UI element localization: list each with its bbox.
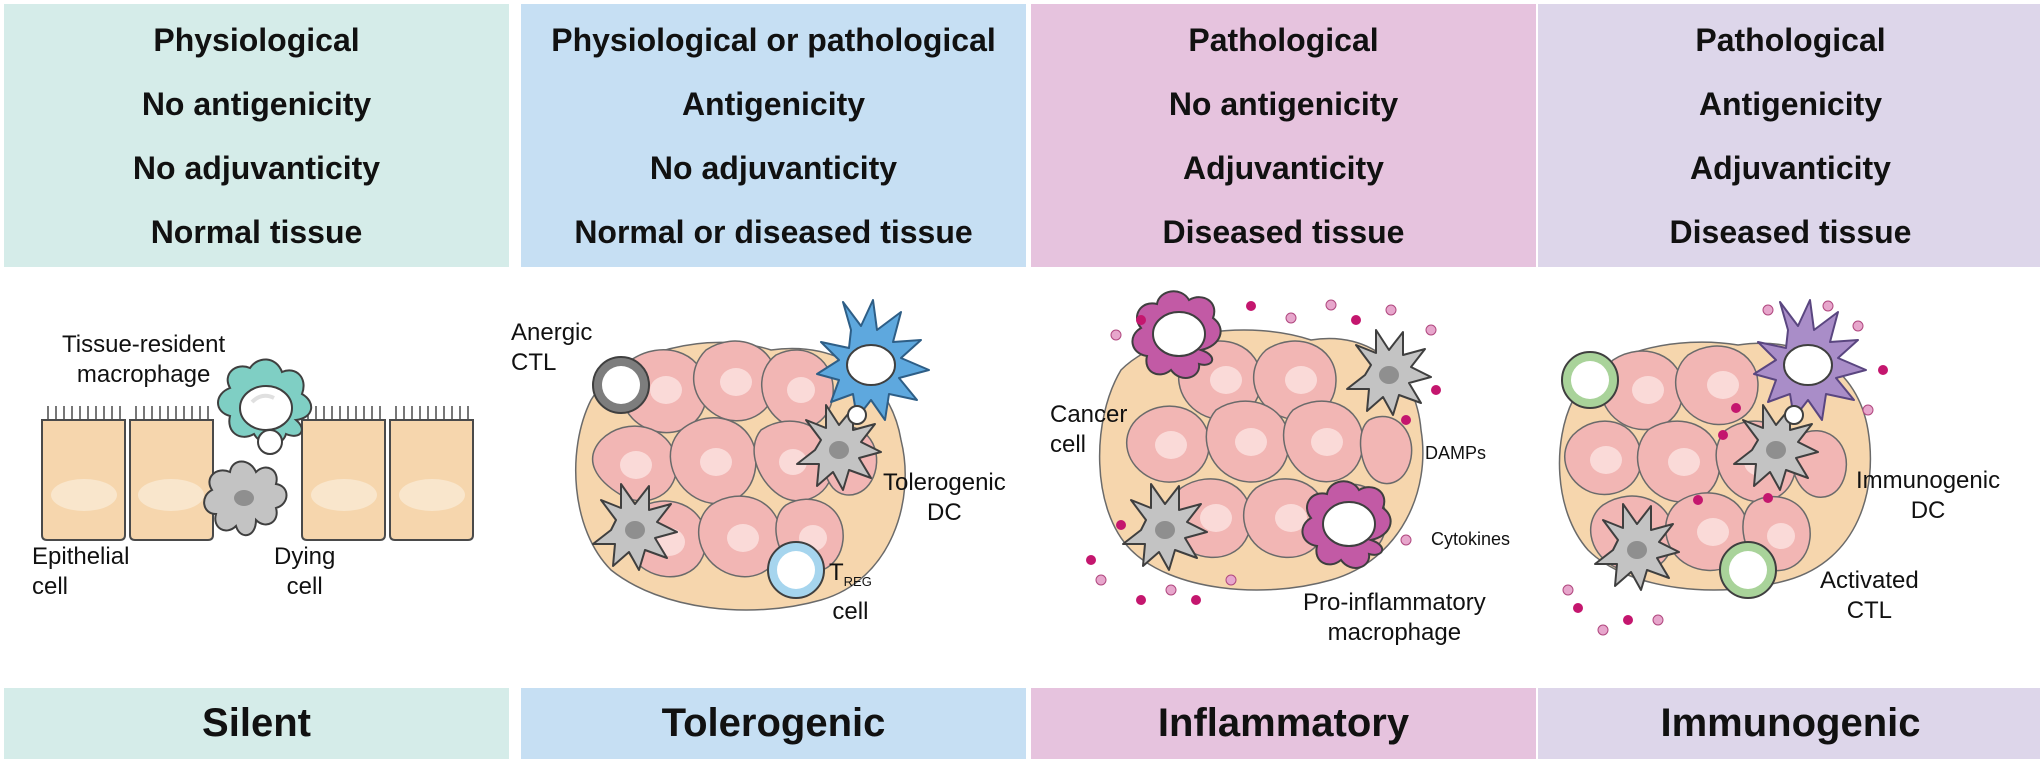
header-line: No adjuvanticity	[132, 150, 381, 186]
activated-ctl	[1561, 351, 1619, 409]
footer-inflammatory: Inflammatory	[1031, 688, 1536, 759]
cytokine-particles	[1562, 300, 1874, 636]
illustration-tolerogenic: Anergic CTL Tolerogenic DC TREG cell	[511, 290, 1026, 670]
label-cancer-cell: Cancer cell	[1050, 401, 1128, 458]
column-silent: Physiological No antigenicity No adjuvan…	[4, 0, 509, 763]
header-line: No antigenicity	[141, 86, 372, 122]
category-title: Tolerogenic	[661, 701, 886, 745]
gray-immune-cell	[796, 404, 882, 491]
cytokine-particles	[1095, 299, 1437, 596]
anergic-ctl	[592, 356, 650, 414]
header-line: Adjuvanticity	[1690, 150, 1891, 186]
header-line: Physiological or pathological	[551, 22, 996, 58]
header-immunogenic: Pathological Antigenicity Adjuvanticity …	[1538, 4, 2040, 267]
header-line: Diseased tissue	[1162, 214, 1405, 250]
category-title: Inflammatory	[1157, 701, 1410, 745]
category-title: Silent	[202, 701, 311, 745]
damp-particles	[1573, 365, 1888, 625]
category-title: Immunogenic	[1660, 701, 1921, 745]
microvilli	[47, 406, 469, 420]
header-line: No antigenicity	[1168, 86, 1399, 122]
column-inflammatory: Pathological No antigenicity Adjuvantici…	[1031, 0, 1536, 763]
tissue-resident-macrophage	[217, 358, 312, 446]
activated-ctl	[1719, 541, 1777, 599]
label-anergic-ctl: Anergic CTL	[511, 319, 593, 376]
header-tolerogenic: Physiological or pathological Antigenici…	[521, 4, 1026, 267]
label-tissue-resident-macrophage: Tissue-resident macrophage	[62, 331, 226, 388]
tumor-immunogenic-illustration	[1558, 299, 1888, 636]
footer-silent: Silent	[4, 688, 509, 759]
treg-cell	[767, 541, 825, 599]
illustration-immunogenic: Immunogenic DC Activated CTL	[1538, 290, 2040, 670]
header-inflammatory: Pathological No antigenicity Adjuvantici…	[1031, 4, 1536, 267]
tolerogenic-dc	[816, 299, 930, 421]
column-immunogenic: Pathological Antigenicity Adjuvanticity …	[1538, 0, 2040, 763]
header-line: Pathological	[1695, 22, 1886, 58]
gray-immune-cell	[592, 483, 678, 571]
damp-particles	[1086, 301, 1441, 605]
label-epithelial-cell: Epithelial cell	[32, 543, 130, 600]
label-activated-ctl: Activated CTL	[1820, 567, 1919, 624]
header-line: Physiological	[153, 22, 360, 58]
header-line: Normal tissue	[150, 214, 363, 250]
gray-immune-cell	[1346, 329, 1432, 416]
label-cytokines: Cytokines	[1431, 529, 1511, 549]
label-damps: DAMPs	[1425, 443, 1487, 463]
footer-tolerogenic: Tolerogenic	[521, 688, 1026, 759]
tumor-inflammatory-illustration	[1086, 290, 1441, 605]
gray-immune-cell	[1594, 503, 1680, 591]
epithelium-illustration	[41, 358, 474, 541]
column-tolerogenic: Physiological or pathological Antigenici…	[511, 0, 1026, 763]
tumor-tolerogenic-illustration	[575, 299, 930, 611]
header-line: Antigenicity	[681, 86, 866, 122]
header-silent: Physiological No antigenicity No adjuvan…	[4, 4, 509, 267]
gray-immune-cell	[1122, 483, 1208, 571]
dying-cell	[203, 429, 288, 536]
header-line: Diseased tissue	[1669, 214, 1912, 250]
footer-immunogenic: Immunogenic	[1538, 688, 2040, 759]
label-treg-cell: TREG cell	[829, 559, 872, 625]
label-immunogenic-dc: Immunogenic DC	[1856, 467, 2001, 524]
header-line: Normal or diseased tissue	[574, 214, 973, 250]
immunogenic-dc	[1753, 299, 1867, 421]
header-line: No adjuvanticity	[649, 150, 898, 186]
pro-inflammatory-macrophage	[1131, 290, 1222, 379]
header-line: Adjuvanticity	[1183, 150, 1384, 186]
label-proinflammatory-macrophage: Pro-inflammatory macrophage	[1303, 589, 1486, 646]
label-dying-cell: Dying cell	[274, 543, 336, 600]
header-line: Antigenicity	[1698, 86, 1883, 122]
illustration-inflammatory: Cancer cell DAMPs Cytokines Pro-inflamma…	[1031, 290, 1536, 670]
gray-immune-cell	[1733, 404, 1819, 491]
header-line: Pathological	[1188, 22, 1379, 58]
pro-inflammatory-macrophage	[1301, 480, 1392, 569]
label-tolerogenic-dc: Tolerogenic DC	[883, 469, 1006, 526]
illustration-silent: Tissue-resident macrophage Epithelial ce…	[4, 290, 509, 670]
